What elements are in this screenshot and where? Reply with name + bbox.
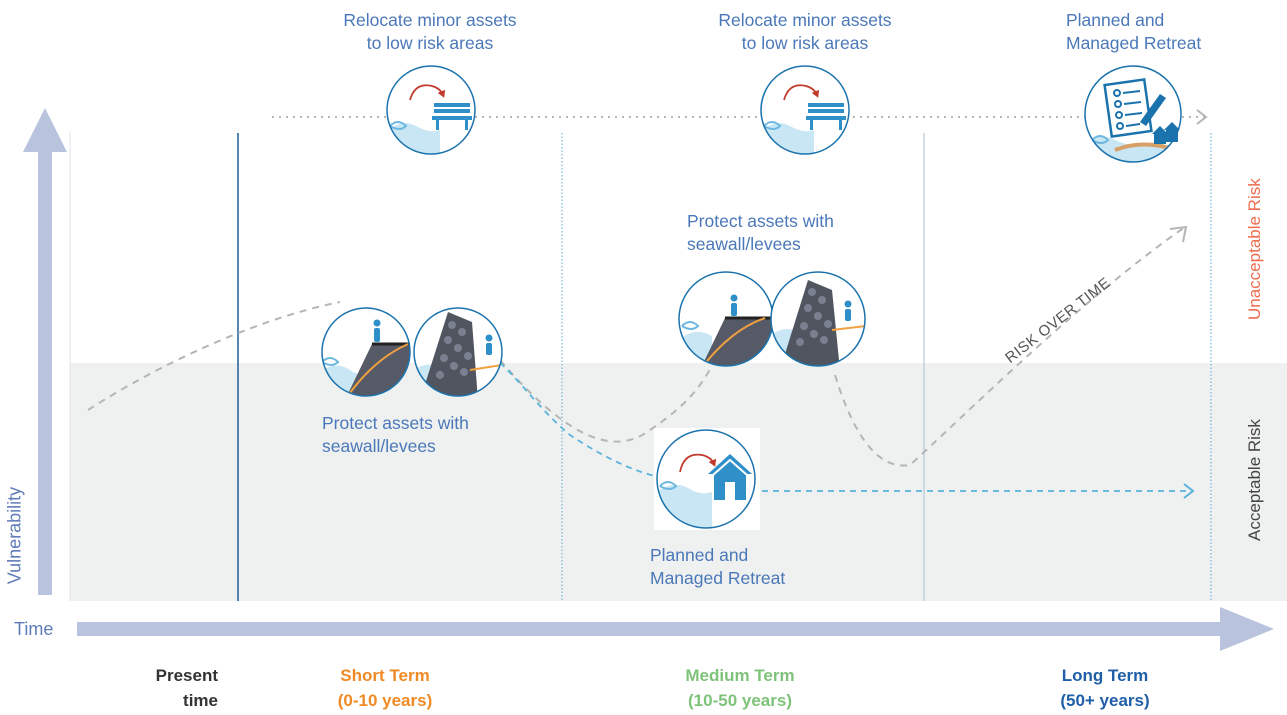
relocate-label-short: Relocate minor assets to low risk areas [330,9,530,55]
protect-label-medium: Protect assets with seawall/levees [687,210,887,256]
seawall-icon-medium-left [678,271,774,367]
retreat-label-long-line2: Managed Retreat [1066,33,1202,53]
house-icon [656,429,756,529]
vulnerability-axis-arrow [23,108,67,595]
phase-long-term-line1: Long Term [1061,666,1149,685]
protect-label-short-line2: seawall/levees [322,436,436,456]
seawall-icon-short-left [321,307,411,397]
phase-medium-term-line1: Medium Term [685,666,795,685]
time-axis-arrow [77,607,1274,651]
retreat-label-long: Planned and Managed Retreat [1066,9,1236,55]
retreat-label-long-line1: Planned and [1066,10,1165,30]
risk-over-time-path [87,226,1186,467]
acceptable-risk-label: Acceptable Risk [1245,419,1264,541]
bench-icon-medium [760,65,850,155]
person-icon [730,294,738,316]
relocate-label-medium-line2: to low risk areas [741,33,869,53]
relocate-label-short-line1: Relocate minor assets [343,10,517,30]
phase-medium-term: Medium Term (10-50 years) [660,663,820,713]
checklist-icon [1084,65,1182,163]
retreat-pathway-line [491,354,656,477]
house-icon [1152,122,1180,144]
phase-present: Present time [120,663,218,713]
person-icon [844,300,852,321]
relocate-label-short-line2: to low risk areas [366,33,494,53]
phase-present-line2: time [183,691,218,710]
phase-long-term: Long Term (50+ years) [1030,663,1180,713]
protect-label-short: Protect assets with seawall/levees [322,412,522,458]
bench-icon-short [386,65,476,155]
seawall-icon-short-right [413,307,503,397]
unacceptable-risk-label: Unacceptable Risk [1245,178,1264,320]
vulnerability-axis-label: Vulnerability [4,486,25,585]
seawall-icon-medium-right [770,271,866,367]
protect-label-medium-line2: seawall/levees [687,234,801,254]
relocate-label-medium: Relocate minor assets to low risk areas [705,9,905,55]
person-icon [485,334,493,355]
pen-icon [1140,94,1166,126]
relocate-label-medium-line1: Relocate minor assets [718,10,892,30]
person-icon [373,319,381,342]
retreat-label-medium-line2: Managed Retreat [650,568,786,588]
phase-medium-term-line2: (10-50 years) [688,691,792,710]
protect-label-short-line1: Protect assets with [322,413,469,433]
phase-short-term-line2: (0-10 years) [337,691,433,710]
phase-short-term-line1: Short Term [340,666,430,685]
risk-arrowhead [1169,225,1188,243]
phase-present-line1: Present [155,666,218,685]
curved-arrow-icon [409,84,446,101]
protect-label-medium-line1: Protect assets with [687,211,834,231]
retreat-label-medium-line1: Planned and [650,545,749,565]
phase-short-term: Short Term (0-10 years) [310,663,460,713]
time-axis-label: Time [14,619,54,639]
curved-arrow-icon [679,453,717,473]
phase-long-term-line2: (50+ years) [1060,691,1150,710]
curved-arrow-icon [783,84,820,101]
retreat-label-medium: Planned and Managed Retreat [650,544,850,590]
